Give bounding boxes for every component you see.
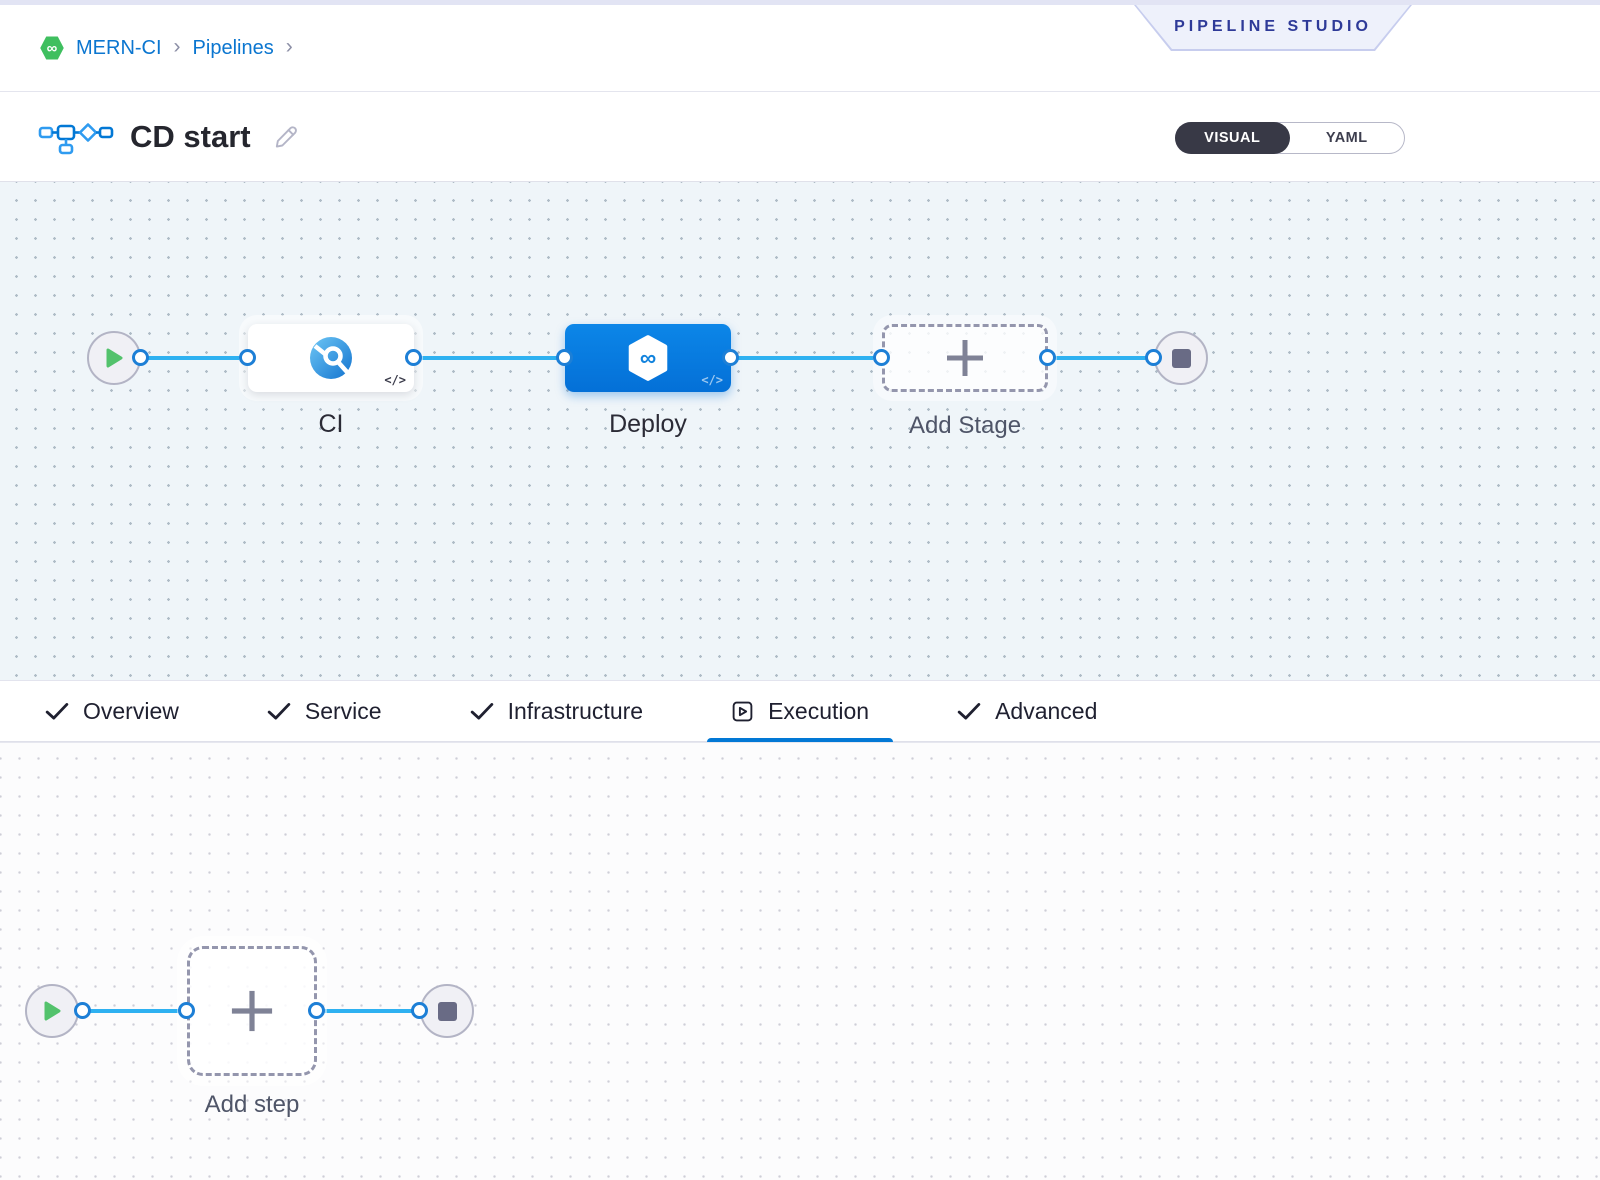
pipeline-studio-badge-inner: PIPELINE STUDIO — [1136, 5, 1410, 49]
connector-line — [731, 356, 882, 360]
execution-canvas[interactable]: Add step — [0, 742, 1600, 1180]
tab-overview[interactable]: Overview — [21, 681, 203, 741]
connector-dot — [405, 349, 422, 366]
page-title: CD start — [130, 118, 251, 154]
visual-yaml-toggle: VISUAL YAML — [1175, 122, 1405, 154]
ci-stage-icon — [310, 337, 352, 379]
connector-dot — [1039, 349, 1056, 366]
connector-line — [83, 1009, 187, 1013]
connector-dot — [411, 1002, 428, 1019]
code-icon: </> — [384, 373, 406, 387]
connector-line — [414, 356, 565, 360]
connector-dot — [1145, 349, 1162, 366]
chevron-right-icon: › — [173, 35, 181, 58]
add-step-button[interactable] — [187, 946, 317, 1076]
breadcrumb-pipelines-link[interactable]: Pipelines — [192, 36, 274, 59]
deploy-stage-icon: ∞ — [628, 335, 668, 381]
svg-text:∞: ∞ — [640, 344, 656, 370]
connector-dot — [239, 349, 256, 366]
chevron-right-icon: › — [285, 35, 293, 58]
toggle-yaml-button[interactable]: YAML — [1325, 130, 1368, 146]
connector-line — [317, 1009, 420, 1013]
execution-start-node — [25, 984, 79, 1038]
play-icon — [44, 1001, 61, 1021]
check-icon — [45, 703, 69, 720]
tab-label: Infrastructure — [507, 697, 644, 724]
project-harness-icon: ∞ — [40, 36, 64, 60]
connector-dot — [722, 349, 739, 366]
check-icon — [957, 703, 981, 720]
connector-dot — [556, 349, 573, 366]
add-stage-button[interactable] — [882, 324, 1048, 392]
pipeline-start-node — [87, 331, 141, 385]
code-icon: </> — [701, 373, 723, 387]
tab-label: Overview — [83, 697, 179, 724]
breadcrumb-project-link[interactable]: MERN-CI — [76, 36, 162, 59]
pipeline-studio-badge-label: PIPELINE STUDIO — [1174, 18, 1372, 35]
tab-service[interactable]: Service — [243, 681, 406, 741]
tab-label: Advanced — [995, 697, 1098, 724]
stage-label-add-stage: Add Stage — [908, 412, 1022, 439]
tab-label: Execution — [768, 697, 870, 724]
connector-dot — [74, 1002, 91, 1019]
execution-end-node — [420, 984, 474, 1038]
tab-execution[interactable]: Execution — [707, 681, 894, 742]
connector-dot — [178, 1002, 195, 1019]
connector-dot — [132, 349, 149, 366]
tab-advanced[interactable]: Advanced — [933, 681, 1121, 741]
connector-line — [141, 356, 248, 360]
top-header: ∞ MERN-CI › Pipelines › PIPELINE STUDIO — [0, 5, 1600, 92]
check-icon — [267, 703, 291, 720]
tab-label: Service — [304, 697, 382, 724]
stage-label-deploy: Deploy — [609, 410, 687, 438]
pipeline-studio-badge: PIPELINE STUDIO — [1134, 5, 1412, 51]
stage-card-deploy[interactable]: ∞ </> — [565, 324, 731, 392]
plus-icon — [231, 990, 273, 1032]
breadcrumb: ∞ MERN-CI › Pipelines › — [40, 35, 293, 60]
add-step-label: Add step — [204, 1091, 300, 1118]
stop-icon — [1171, 348, 1191, 368]
stage-canvas[interactable]: </> ∞ </> CI Deploy Add Stage — [0, 182, 1600, 680]
title-header: CD start VISUAL YAML — [0, 92, 1600, 182]
stage-card-ci[interactable]: </> — [248, 324, 414, 392]
execution-play-icon — [732, 701, 753, 721]
connector-dot — [873, 349, 890, 366]
pipeline-graph-icon — [38, 117, 114, 157]
pipeline-end-node — [1154, 331, 1208, 385]
check-icon — [470, 703, 493, 720]
top-edge-strip — [0, 0, 1600, 5]
play-icon — [106, 348, 123, 368]
stop-icon — [437, 1001, 457, 1021]
stage-label-ci: CI — [318, 410, 344, 438]
connector-line — [1048, 356, 1154, 360]
stage-config-tabbar: Overview Service Infrastructure Executio… — [0, 680, 1600, 742]
toggle-visual-button[interactable]: VISUAL — [1175, 122, 1290, 154]
plus-icon — [947, 340, 983, 376]
edit-pipeline-name-button[interactable] — [273, 123, 300, 150]
tab-infrastructure[interactable]: Infrastructure — [446, 681, 668, 741]
connector-dot — [308, 1002, 325, 1019]
